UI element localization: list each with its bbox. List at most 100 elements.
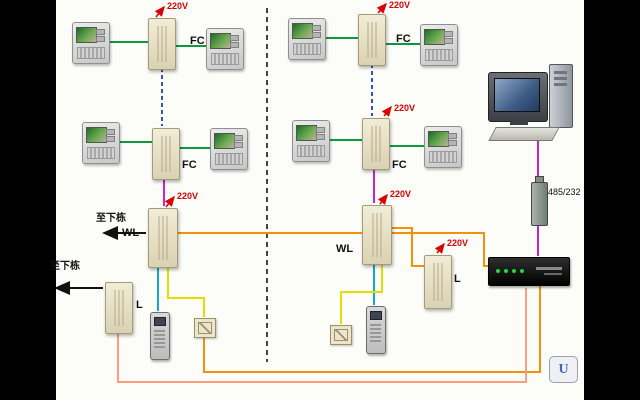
monitor-speaker-grill [87,147,115,159]
junction-box-right [330,325,352,345]
monitor-screen [424,29,445,45]
pc-tower [549,64,573,128]
unit-vents [157,26,167,62]
monitor-button [312,25,321,31]
keypad-buttons [370,322,381,342]
label-485-232: 485/232 [548,187,581,197]
junction-inner [198,322,212,334]
monitor-button [230,42,239,48]
label-fc-left-2: FC [182,159,197,171]
monitor-button [106,136,115,142]
monitor-screen [76,27,97,43]
label-220v-4: 220V [394,103,416,113]
label-fc-right-2: FC [392,159,407,171]
floor-controller-right-1 [358,14,386,66]
indoor-monitor-8 [424,126,462,168]
monitor-speaker-grill [293,43,321,55]
unit-vents [161,136,171,172]
monitor-screen [296,125,317,141]
monitor-screen [86,127,107,143]
pc-monitor [488,72,548,122]
unit-vents [371,126,381,162]
label-220v-5: 220V [390,189,412,199]
label-220v-2: 220V [177,191,199,201]
diagram-canvas [56,0,584,400]
tower-drive-slot [554,71,567,74]
system-controller [488,257,570,286]
keypad-display [370,311,382,320]
floor-controller-right-2 [362,118,390,170]
monitor-speaker-grill [429,151,457,163]
label-l-left: L [136,299,143,311]
indoor-monitor-2 [206,28,244,70]
unit-vents [158,216,168,260]
monitor-button [448,133,457,139]
label-to-next-building-1: 至下栋 [96,213,126,224]
label-220v-6: 220V [447,238,469,248]
monitor-speaker-grill [215,153,243,165]
label-wl-left: WL [122,227,140,239]
monitor-button [96,29,105,35]
monitor-button [444,38,453,44]
floor-controller-left-1 [148,18,176,70]
monitor-screen [292,23,313,39]
status-led [504,269,508,273]
door-keypad-left [150,312,170,360]
tower-drive-slot [554,77,567,80]
monitor-button [312,32,321,38]
monitor-speaker-grill [425,49,453,61]
tower-drive-slot [554,83,567,86]
line-unit-left [105,282,133,334]
status-led [512,269,516,273]
status-led [496,269,500,273]
monitor-button [444,31,453,37]
monitor-button [316,127,325,133]
monitor-screen [428,131,449,147]
brand-logo-letter: U [558,361,569,377]
wall-linker-right [362,205,392,265]
label-wl-right: WL [336,243,354,255]
monitor-button [96,36,105,42]
indoor-monitor-6 [420,24,458,66]
monitor-screen [210,33,231,49]
monitor-speaker-grill [211,53,239,65]
label-220v-3: 220V [389,0,411,10]
floor-controller-left-2 [152,128,180,180]
label-220v-1: 220V [167,1,189,11]
junction-box-left [194,318,216,338]
controller-label-bar [536,267,562,270]
unit-vents [372,213,382,257]
pc-monitor-stand [510,120,528,125]
pc-keyboard [488,127,560,141]
label-l-right: L [454,273,461,285]
indoor-monitor-3 [82,122,120,164]
label-fc-right-1: FC [396,33,411,45]
label-fc-left-1: FC [190,35,205,47]
monitor-speaker-grill [297,145,325,157]
controller-label-bar [544,273,562,275]
unit-vents [367,22,377,58]
line-unit-right [424,255,452,309]
rs485-232-converter [531,182,548,226]
door-keypad-right [366,306,386,354]
keypad-display [154,317,166,326]
indoor-monitor-5 [288,18,326,60]
monitor-button [234,135,243,141]
monitor-screen [214,133,235,149]
status-led [520,269,524,273]
monitor-speaker-grill [77,47,105,59]
monitor-button [106,129,115,135]
wall-linker-left [148,208,178,268]
brand-logo: U [549,356,578,383]
indoor-monitor-1 [72,22,110,64]
junction-inner [334,329,348,341]
keypad-buttons [154,328,165,348]
monitor-button [316,134,325,140]
monitor-button [234,142,243,148]
label-to-next-building-2: 至下栋 [50,261,80,272]
monitor-button [448,140,457,146]
unit-vents [433,263,443,301]
indoor-monitor-7 [292,120,330,162]
indoor-monitor-4 [210,128,248,170]
